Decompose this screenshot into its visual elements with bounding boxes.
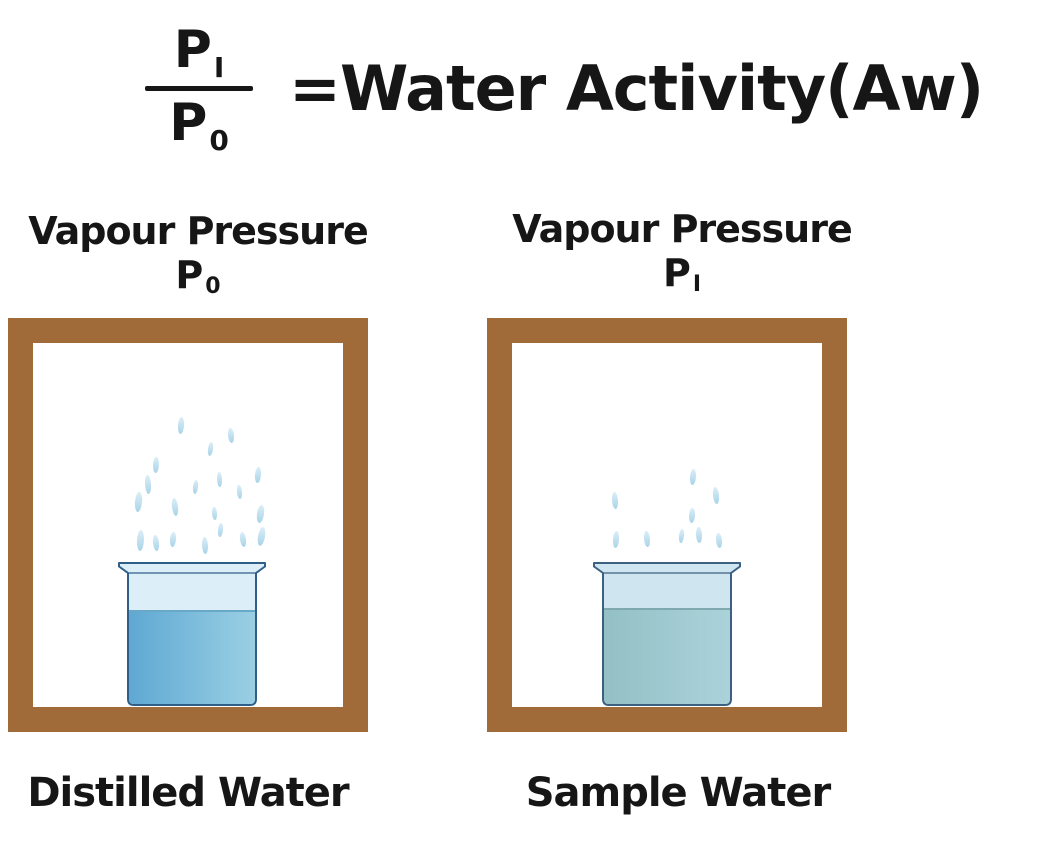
numerator-base: P bbox=[173, 20, 212, 80]
right-pressure-text: Vapour Pressure bbox=[512, 207, 852, 251]
left-pressure-label: Vapour Pressure P 0 bbox=[8, 209, 388, 298]
water bbox=[604, 609, 730, 704]
fraction-numerator: P I bbox=[173, 20, 225, 84]
formula-fraction: P I P 0 bbox=[145, 20, 253, 157]
formula-row: P I P 0 =Water Activity(Aw) bbox=[145, 20, 984, 157]
numerator-subscript: I bbox=[213, 51, 225, 84]
vapour-droplet bbox=[256, 526, 267, 547]
vapour-droplet bbox=[211, 506, 218, 521]
vapour-droplet bbox=[238, 531, 248, 548]
vapour-droplet bbox=[217, 522, 224, 538]
vapour-droplet bbox=[170, 497, 180, 517]
water-activity-title: =Water Activity(Aw) bbox=[289, 52, 984, 125]
left-pressure-symbol-base: P bbox=[175, 252, 204, 297]
vapour-droplet bbox=[207, 441, 214, 457]
vapour-droplet bbox=[715, 532, 723, 549]
left-pressure-symbol: P 0 bbox=[8, 256, 388, 298]
vapour-droplet bbox=[177, 416, 185, 435]
vapour-droplet bbox=[201, 536, 209, 555]
vapour-droplet bbox=[134, 491, 143, 513]
vapour-droplet bbox=[152, 534, 160, 552]
sample-water-beaker bbox=[593, 562, 741, 706]
vapour-droplet bbox=[611, 491, 619, 510]
right-chamber-frame bbox=[487, 318, 847, 732]
vapour-droplet bbox=[216, 471, 223, 488]
denominator-base: P bbox=[169, 93, 208, 153]
right-pressure-symbol: P I bbox=[492, 254, 872, 296]
vapour-droplet bbox=[136, 529, 145, 552]
denominator-subscript: 0 bbox=[209, 124, 229, 157]
left-pressure-text: Vapour Pressure bbox=[28, 209, 368, 253]
right-pressure-symbol-base: P bbox=[662, 250, 691, 295]
left-pressure-symbol-sub: 0 bbox=[205, 273, 221, 299]
fraction-bar bbox=[145, 86, 253, 91]
vapour-droplet bbox=[144, 474, 152, 495]
vapour-droplet bbox=[192, 479, 199, 495]
vapour-droplet bbox=[678, 528, 685, 544]
vapour-droplet bbox=[689, 468, 697, 486]
vapour-droplet bbox=[612, 530, 620, 549]
vapour-droplet bbox=[712, 486, 720, 505]
fraction-denominator: P 0 bbox=[169, 93, 229, 157]
vapour-droplet bbox=[695, 526, 703, 544]
vapour-droplet bbox=[688, 507, 696, 524]
water bbox=[129, 611, 255, 704]
right-pressure-label: Vapour Pressure P I bbox=[492, 207, 872, 296]
left-chamber-frame bbox=[8, 318, 368, 732]
vapour-droplet bbox=[236, 484, 243, 500]
vapour-droplet bbox=[643, 530, 651, 548]
vapour-droplet bbox=[254, 466, 262, 484]
vapour-droplet bbox=[255, 504, 266, 524]
sample-water-caption: Sample Water bbox=[525, 770, 832, 816]
vapour-droplet bbox=[152, 456, 160, 474]
right-pressure-symbol-sub: I bbox=[692, 271, 702, 297]
distilled-water-beaker bbox=[118, 562, 266, 706]
vapour-droplet bbox=[169, 531, 177, 548]
vapour-droplet bbox=[227, 427, 235, 444]
distilled-water-caption: Distilled Water bbox=[27, 770, 349, 816]
